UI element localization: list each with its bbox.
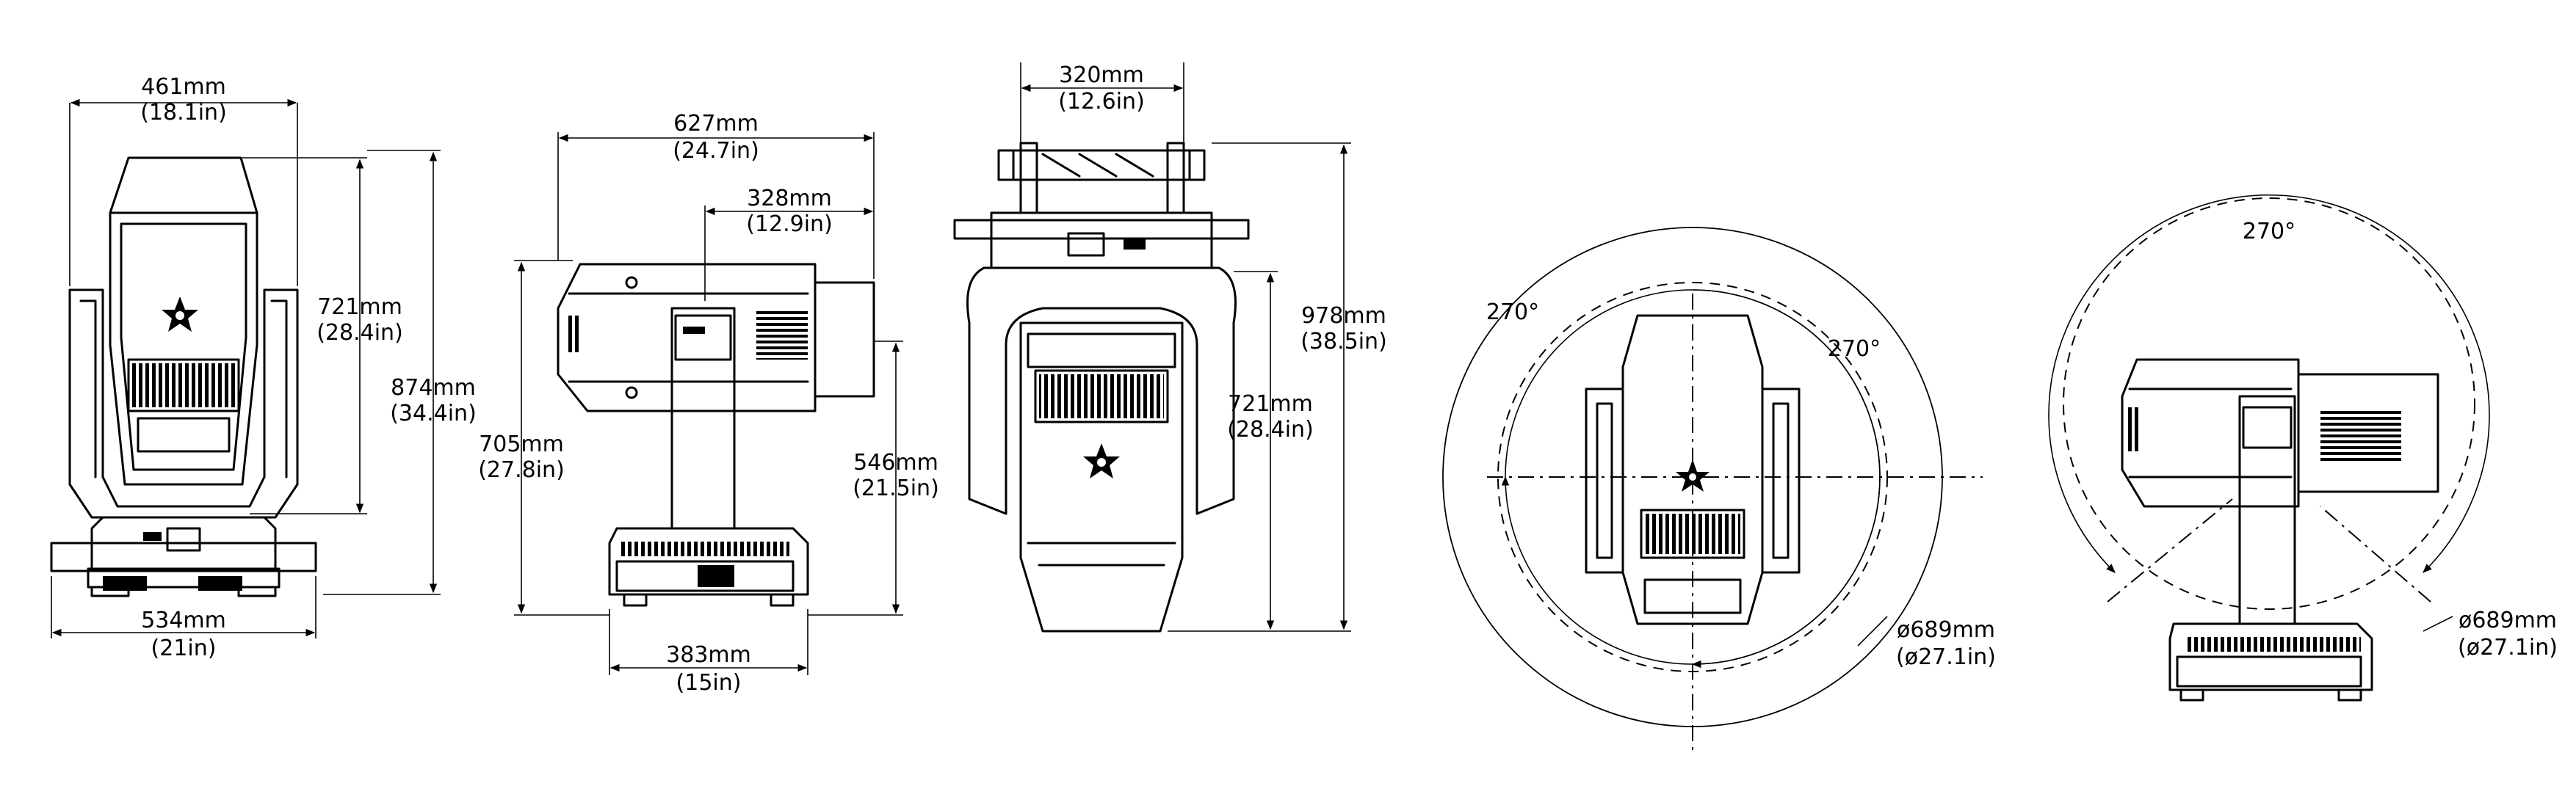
front-width-label: 461mm <box>141 74 226 100</box>
front-total-height-in-label: (34.4in) <box>390 401 477 426</box>
side-base-width-label: 383mm <box>666 642 751 668</box>
tilt-view: 270° ø689mm (ø27.1in) <box>2048 194 2558 702</box>
side-head-length-label: 627mm <box>673 111 759 137</box>
pan-arc-right <box>1501 289 1881 665</box>
rear-fins <box>1039 374 1164 418</box>
side-tilt-height-in-label: (21.5in) <box>853 476 939 501</box>
base-plate <box>50 542 317 572</box>
tilt-diameter-label: ø689mm <box>2459 608 2557 633</box>
side-yoke <box>670 307 736 530</box>
heat-sink <box>132 363 235 407</box>
tilt-base <box>2168 622 2373 691</box>
front-width-in-label: (18.1in) <box>140 100 227 125</box>
side-fins <box>756 308 808 360</box>
front-base-width-label: 534mm <box>141 608 226 633</box>
tilt-diameter-in-label: (ø27.1in) <box>2458 635 2558 660</box>
star-logo <box>162 296 198 332</box>
tilt-arc <box>2048 194 2490 573</box>
front-base-width-in-label: (21in) <box>151 636 217 661</box>
side-lens-length-in-label: (12.9in) <box>746 211 833 237</box>
tilt-angle-label: 270° <box>2243 219 2295 244</box>
rear-total-height-label: 978mm <box>1301 303 1386 329</box>
rear-head-height-label: 721mm <box>1228 391 1313 417</box>
rear-head <box>1019 321 1184 633</box>
side-view: 627mm (24.7in) 328mm (12.9in) 705mm (27.… <box>478 111 939 696</box>
side-head-length-in-label: (24.7in) <box>673 138 759 164</box>
rear-total-height-in-label: (38.5in) <box>1300 329 1387 354</box>
pan-angle-right-label: 270° <box>1828 336 1881 362</box>
rear-star-logo <box>1083 443 1120 478</box>
front-head-height-label: 721mm <box>317 294 402 320</box>
pan-diameter-in-label: (ø27.1in) <box>1896 644 1996 670</box>
rear-yoke <box>966 266 1237 515</box>
rear-clamp-width-label: 320mm <box>1059 62 1144 88</box>
rear-view: 320mm (12.6in) 978mm (38.5in) 721mm (28.… <box>953 62 1387 633</box>
pan-diameter-label: ø689mm <box>1897 617 1995 643</box>
pan-angle-left-label: 270° <box>1486 299 1539 325</box>
head-housing <box>109 156 258 486</box>
rear-display <box>1067 232 1105 257</box>
rear-head-height-in-label: (28.4in) <box>1227 417 1314 443</box>
tilt-yoke <box>2238 395 2296 625</box>
connector-right <box>198 576 242 591</box>
tilt-lens <box>2297 373 2439 493</box>
side-head-body <box>557 263 817 412</box>
pan-view: 270° 270° ø689mm (ø27.1in) <box>1442 227 1996 756</box>
side-base <box>608 527 809 596</box>
display-screen <box>166 527 201 552</box>
rear-clamp-width-in-label: (12.6in) <box>1058 89 1145 114</box>
front-total-height-label: 874mm <box>391 375 476 401</box>
side-height-label: 705mm <box>479 432 564 457</box>
side-lens <box>814 281 875 398</box>
head-inner <box>120 222 247 471</box>
side-lens-length-label: 328mm <box>747 186 832 211</box>
front-head-height-in-label: (28.4in) <box>316 320 403 346</box>
side-base-width-in-label: (15in) <box>676 670 742 696</box>
rear-base-plate <box>953 219 1250 240</box>
omega-clamp <box>997 149 1206 181</box>
connector-left <box>103 576 147 591</box>
side-height-in-label: (27.8in) <box>478 457 565 483</box>
front-view: 461mm (18.1in) 721mm (28.4in) 874mm (34.… <box>50 74 477 661</box>
yoke <box>68 288 299 519</box>
tilt-head-body <box>2121 358 2300 508</box>
tilt-outer-circle <box>2063 197 2475 610</box>
side-tilt-height-label: 546mm <box>853 450 938 476</box>
